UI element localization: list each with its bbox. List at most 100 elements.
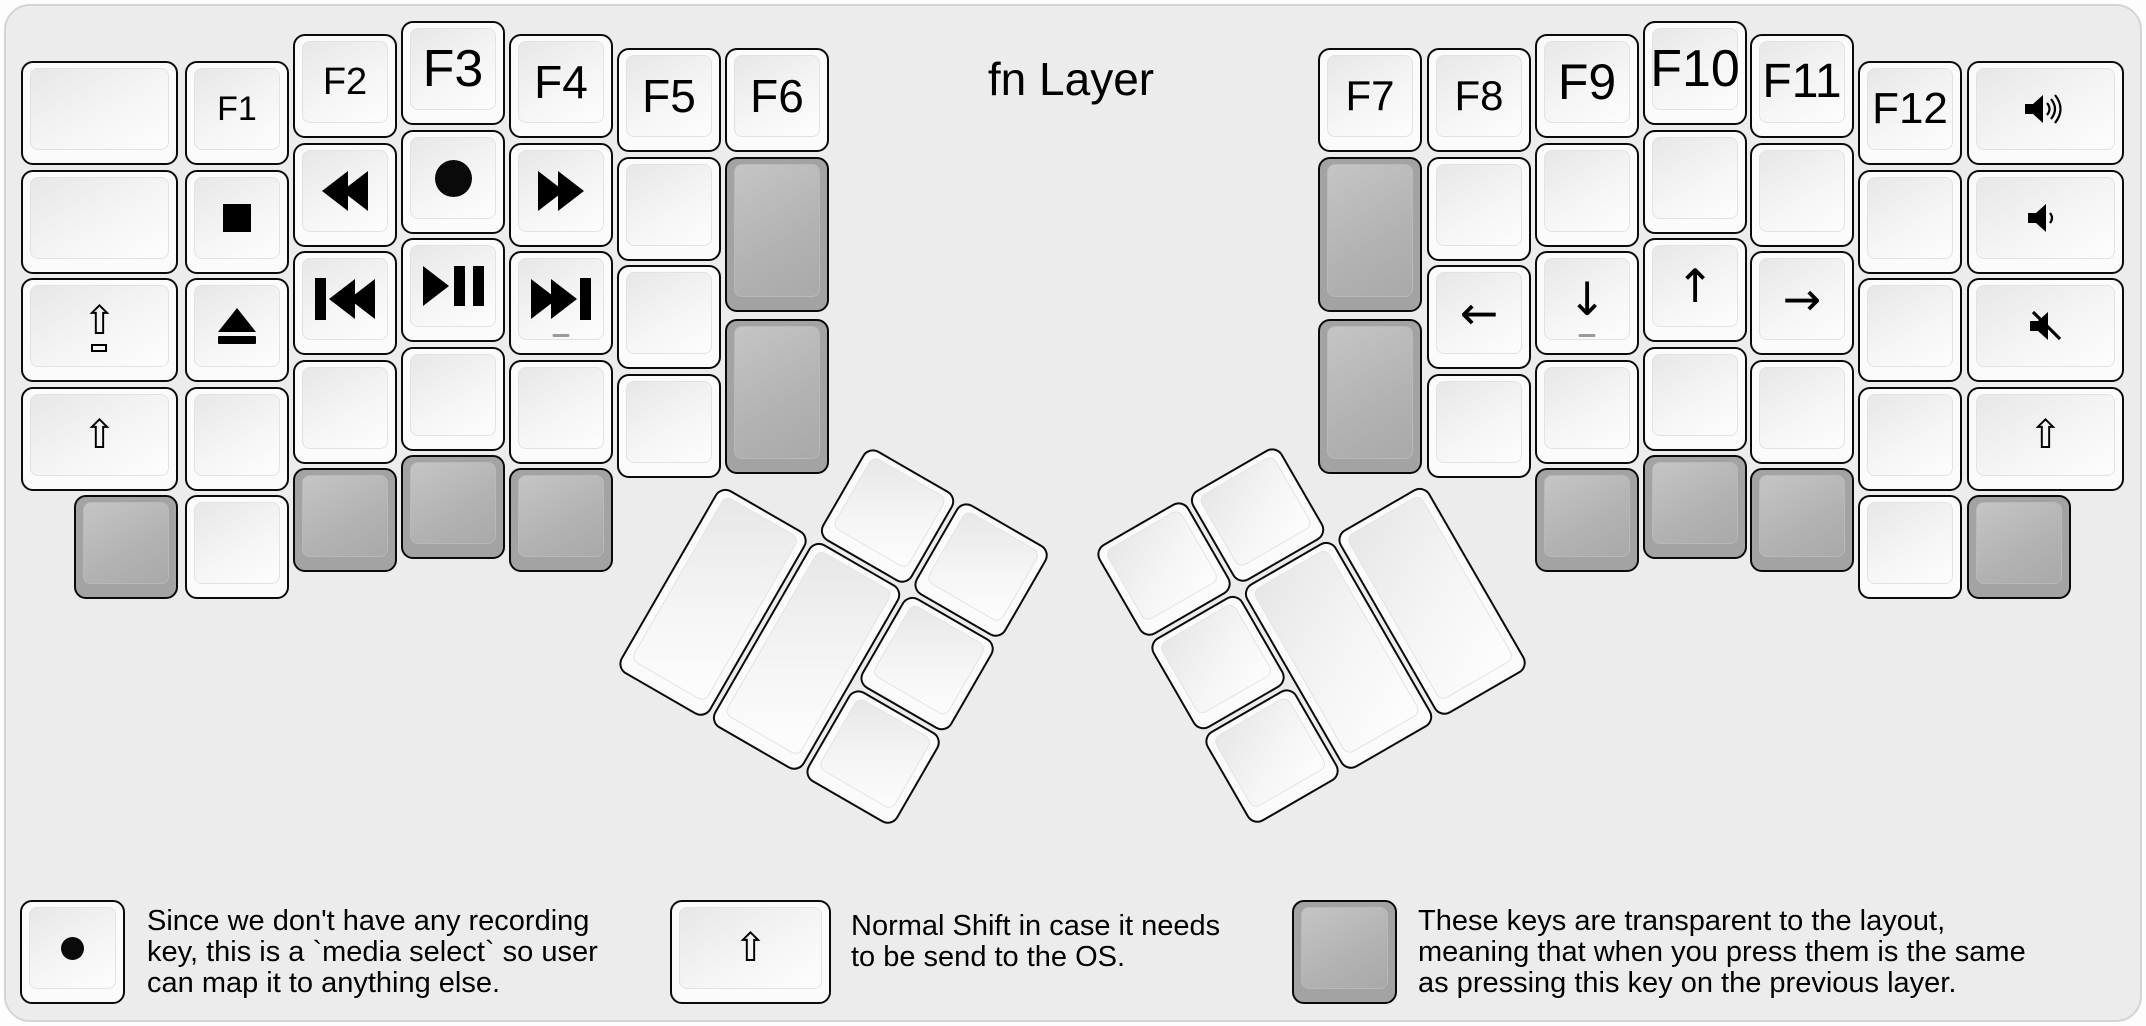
- key-blank-f9-r2[interactable]: [1535, 143, 1639, 247]
- key-shift-left[interactable]: ⇧: [21, 387, 178, 491]
- key-blank-f10-r4[interactable]: [1643, 347, 1747, 451]
- key-f3-surface: [410, 28, 496, 110]
- key-blank-f2-r4-surface: [302, 367, 388, 449]
- key-f9[interactable]: F9: [1535, 34, 1639, 138]
- key-f5[interactable]: F5: [617, 48, 721, 152]
- key-arrow-right[interactable]: →: [1750, 251, 1854, 355]
- legend-record-text: Since we don't have any recording key, t…: [147, 905, 598, 999]
- key-blank-f1-r5[interactable]: [185, 495, 289, 599]
- key-blank-f2-r4[interactable]: [293, 360, 397, 464]
- key-blank-f12-r5[interactable]: [1858, 495, 1962, 599]
- key-blank-f1-r5-surface: [194, 502, 280, 584]
- key-blank-f5-r3[interactable]: [617, 265, 721, 369]
- key-f10[interactable]: F10: [1643, 21, 1747, 125]
- key-f9-surface: [1544, 41, 1630, 123]
- key-rewind-label: [302, 150, 388, 232]
- key-blank-f8-r4[interactable]: [1427, 374, 1531, 478]
- key-record-label: [410, 137, 496, 219]
- key-blank-f11-r4[interactable]: [1750, 360, 1854, 464]
- key-transparent-f6-a[interactable]: [725, 157, 829, 312]
- key-transparent-f6-b[interactable]: [725, 319, 829, 474]
- key-transparent-f11[interactable]: [1750, 468, 1854, 572]
- key-stop[interactable]: [185, 170, 289, 274]
- key-blank-f8-r4-surface: [1436, 381, 1522, 463]
- arrow-left-icon: ←: [1459, 286, 1499, 340]
- key-transparent-f7-b[interactable]: [1318, 319, 1422, 474]
- key-transparent-f10[interactable]: [1643, 455, 1747, 559]
- key-blank-f12-r2[interactable]: [1858, 170, 1962, 274]
- key-blank-f11-r2[interactable]: [1750, 143, 1854, 247]
- key-f10-surface: [1652, 28, 1738, 110]
- key-blank-f5-r4[interactable]: [617, 374, 721, 478]
- key-transparent-f10-surface: [1652, 462, 1738, 544]
- key-volume-down-label: [1976, 177, 2115, 259]
- key-next-track[interactable]: [509, 251, 613, 355]
- record-icon: [434, 159, 472, 197]
- key-blank-f12-r4[interactable]: [1858, 387, 1962, 491]
- key-f1[interactable]: F1: [185, 61, 289, 165]
- key-shift-right[interactable]: ⇧: [1967, 387, 2124, 491]
- key-f2[interactable]: F2: [293, 34, 397, 138]
- key-arrow-down[interactable]: ↓: [1535, 251, 1639, 355]
- key-f11[interactable]: F11: [1750, 34, 1854, 138]
- key-eject[interactable]: [185, 278, 289, 382]
- key-volume-down[interactable]: [1967, 170, 2124, 274]
- key-f1-text: F1: [217, 90, 257, 128]
- key-f3[interactable]: F3: [401, 21, 505, 125]
- key-blank-f3-r4[interactable]: [401, 347, 505, 451]
- key-blank-l2-surface: [30, 177, 169, 259]
- key-transparent-left-bottom[interactable]: [74, 495, 178, 599]
- key-mute[interactable]: [1967, 278, 2124, 382]
- key-rewind[interactable]: [293, 143, 397, 247]
- legend-shift-text: Normal Shift in case it needs to be send…: [851, 910, 1221, 973]
- key-f7-text: F7: [1345, 72, 1395, 119]
- key-transparent-right-bottom[interactable]: [1967, 495, 2071, 599]
- key-f2-surface: [302, 41, 388, 123]
- key-blank-f5-r2[interactable]: [617, 157, 721, 261]
- key-blank-f9-r4[interactable]: [1535, 360, 1639, 464]
- key-transparent-f3[interactable]: [401, 455, 505, 559]
- key-fast-forward[interactable]: [509, 143, 613, 247]
- key-f8[interactable]: F8: [1427, 48, 1531, 152]
- key-f12[interactable]: F12: [1858, 61, 1962, 165]
- key-prev-track[interactable]: [293, 251, 397, 355]
- key-arrow-up[interactable]: ↑: [1643, 238, 1747, 342]
- key-blank-f10-r2-surface: [1652, 137, 1738, 219]
- key-play-pause[interactable]: [401, 238, 505, 342]
- key-f8-text: F8: [1454, 72, 1504, 119]
- key-blank-f10-r2[interactable]: [1643, 130, 1747, 234]
- key-f4[interactable]: F4: [509, 34, 613, 138]
- key-blank-l2[interactable]: [21, 170, 178, 274]
- key-blank-f1-r4[interactable]: [185, 387, 289, 491]
- key-volume-up-label: [1976, 68, 2115, 150]
- key-arrow-down-label: ↓: [1544, 258, 1630, 340]
- key-blank-f8-r2-surface: [1436, 164, 1522, 246]
- key-caps-lock-surface: [30, 285, 169, 367]
- key-transparent-f2[interactable]: [293, 468, 397, 572]
- key-blank-f12-r3[interactable]: [1858, 278, 1962, 382]
- key-volume-up[interactable]: [1967, 61, 2124, 165]
- key-eject-label: [194, 285, 280, 367]
- key-blank-l1[interactable]: [21, 61, 178, 165]
- key-arrow-up-label: ↑: [1652, 245, 1738, 327]
- key-blank-f12-r5-surface: [1867, 502, 1953, 584]
- key-transparent-f9[interactable]: [1535, 468, 1639, 572]
- prev-track-icon: [315, 278, 375, 320]
- key-next-track-label: [518, 258, 604, 340]
- key-blank-f8-r2[interactable]: [1427, 157, 1531, 261]
- key-blank-f9-r4-surface: [1544, 367, 1630, 449]
- key-f11-text: F11: [1762, 55, 1842, 108]
- key-arrow-up-surface: [1652, 245, 1738, 327]
- key-f7-surface: [1327, 55, 1413, 137]
- key-blank-f11-r4-surface: [1759, 367, 1845, 449]
- key-caps-lock[interactable]: ⇧: [21, 278, 178, 382]
- key-arrow-left[interactable]: ←: [1427, 265, 1531, 369]
- key-record[interactable]: [401, 130, 505, 234]
- key-transparent-f4-surface: [518, 475, 604, 557]
- key-f7[interactable]: F7: [1318, 48, 1422, 152]
- key-transparent-f7-a[interactable]: [1318, 157, 1422, 312]
- key-blank-f4-r4[interactable]: [509, 360, 613, 464]
- key-transparent-f4[interactable]: [509, 468, 613, 572]
- key-f6[interactable]: F6: [725, 48, 829, 152]
